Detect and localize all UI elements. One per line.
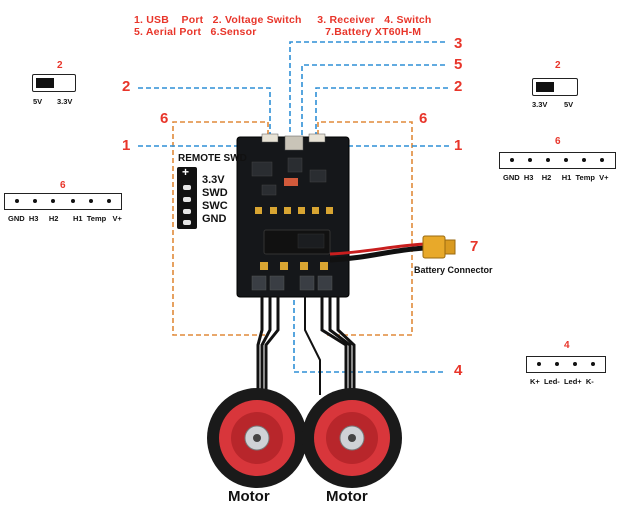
remote-swd-title: REMOTE SWD: [178, 153, 247, 164]
callout-4: 4: [454, 362, 463, 379]
left-sensor-connector: [4, 193, 122, 210]
callout-2-left: 2: [122, 78, 131, 95]
callout-1-left: 1: [122, 137, 131, 154]
swd-pin-swc: SWC: [202, 200, 228, 212]
battery-cable: [329, 235, 456, 263]
callout-7: 7: [470, 238, 479, 255]
right-sensor-pin-labels: GND H3 H2 H1 Temp V+: [503, 173, 609, 182]
left-sensor-pin-labels: GND H3 H2 H1 Temp V+: [8, 214, 122, 223]
callout-1-right: 1: [454, 137, 463, 154]
left-switch-label-5v: 5V: [33, 97, 43, 106]
switch-connector-pin-labels: K+ Led- Led+ K-: [530, 377, 594, 386]
right-switch-label-5v: 5V: [564, 100, 574, 109]
legend-line-1: 1. USB Port 2. Voltage Switch 3. Receive…: [134, 14, 432, 26]
motor-left-label: Motor: [228, 488, 270, 505]
legend-line-2: 5. Aerial Port 6.Sensor 7.Battery XT60H-…: [134, 26, 422, 38]
switch-connector: [526, 356, 606, 373]
callout-3: 3: [454, 35, 463, 52]
swd-pin-swd: SWD: [202, 187, 228, 199]
remote-swd-header: +: [177, 165, 197, 229]
callout-5: 5: [454, 56, 463, 73]
left-switch-label-3v3: 3.3V: [57, 97, 73, 106]
switch-connector-number: 4: [564, 340, 570, 351]
port-guide-lines: [138, 41, 450, 373]
left-sensor-number: 6: [60, 180, 66, 191]
swd-pin-3v3: 3.3V: [202, 174, 225, 186]
right-sensor-number: 6: [555, 136, 561, 147]
left-voltage-switch: [32, 74, 76, 92]
motor-wires: [256, 296, 356, 400]
right-sensor-connector: [499, 152, 616, 169]
motor-left: [207, 388, 307, 488]
switch-knob: [36, 78, 54, 88]
callout-6-left: 6: [160, 110, 169, 127]
callout-2-right: 2: [454, 78, 463, 95]
callout-6-right: 6: [419, 110, 428, 127]
plus-symbol: +: [182, 165, 190, 179]
right-voltage-switch: [532, 78, 578, 96]
motor-right: [302, 388, 402, 488]
swd-pin-gnd: GND: [202, 213, 227, 225]
motor-right-label: Motor: [326, 488, 368, 505]
switch-knob: [536, 82, 554, 92]
sensor-guide-lines: [172, 121, 413, 336]
left-switch-number: 2: [57, 60, 63, 71]
right-switch-number: 2: [555, 60, 561, 71]
esc-board: [236, 133, 350, 298]
right-switch-label-3v3: 3.3V: [532, 100, 548, 109]
battery-connector-label: Battery Connector: [414, 265, 493, 275]
